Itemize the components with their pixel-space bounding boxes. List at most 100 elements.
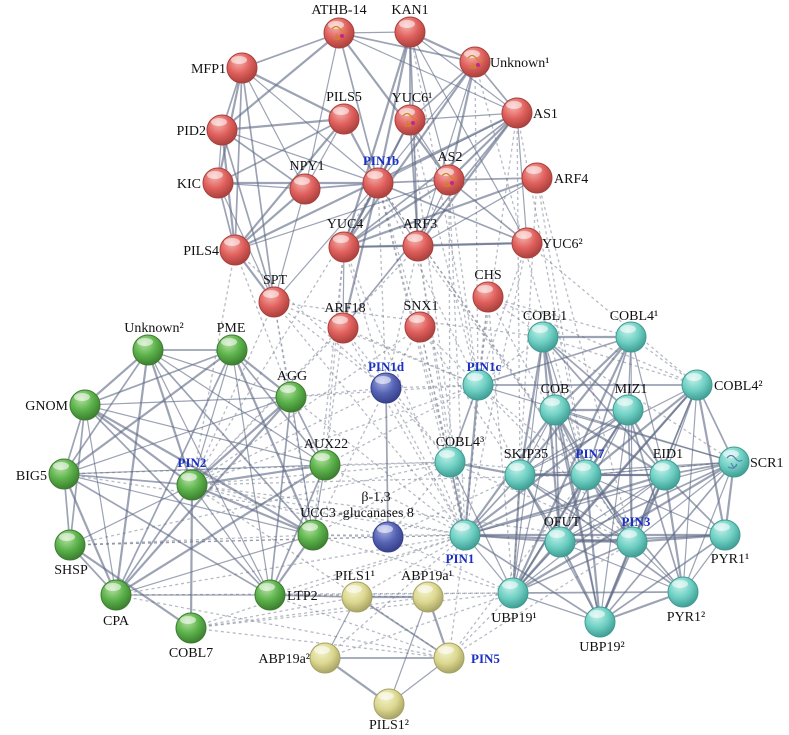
node-pin5[interactable]: PIN5	[433, 642, 500, 674]
node-pin2[interactable]: PIN2	[176, 455, 208, 501]
node-shsp[interactable]: SHSP	[54, 529, 88, 578]
node-highlight-shine	[280, 385, 296, 393]
node-pin1b[interactable]: PIN1b	[362, 153, 399, 199]
node-unknown1[interactable]: Unknown¹	[459, 46, 549, 78]
node-cpa[interactable]: CPA	[100, 579, 132, 629]
node-beta13[interactable]: β-1,3-glucanases 8	[338, 490, 414, 553]
node-ucc3[interactable]: UCC3	[297, 506, 336, 551]
node-highlight-shine	[378, 692, 394, 700]
node-highlight-shine	[516, 231, 532, 239]
node-big5[interactable]: BIG5	[16, 458, 80, 490]
node-yuc4[interactable]: YUC4	[327, 217, 364, 263]
node-pils1-2[interactable]: PILS1²	[369, 688, 409, 733]
node-label: LTP2	[287, 589, 318, 604]
node-kic[interactable]: KIC	[177, 167, 234, 199]
node-highlight-shine	[620, 325, 636, 333]
node-pils1-1[interactable]: PILS1¹	[335, 569, 375, 613]
solid-edge	[115, 484, 193, 596]
node-pin1c[interactable]: PIN1c	[462, 359, 502, 401]
node-label: ABP19a¹	[401, 569, 453, 584]
node-snx1[interactable]: SNX1	[403, 299, 439, 343]
node-label: SHSP	[54, 563, 88, 578]
node-highlight-shine	[259, 583, 275, 591]
node-yuc6-1[interactable]: YUC6¹	[392, 91, 433, 136]
node-abp19a-1[interactable]: ABP19a¹	[401, 569, 453, 613]
node-label: OFUT	[544, 515, 581, 530]
node-ubp19-1[interactable]: UBP19¹	[491, 577, 537, 626]
solid-edge	[559, 474, 666, 543]
solid-edge	[221, 129, 275, 303]
node-highlight-shine	[224, 238, 240, 246]
node-agg[interactable]: AGG	[275, 369, 307, 413]
node-pid2[interactable]: PID2	[176, 114, 238, 146]
node-cobl7[interactable]: COBL7	[169, 612, 213, 661]
node-ubp19-2[interactable]: UBP19²	[579, 606, 625, 655]
dashed-edge	[536, 177, 587, 476]
solid-edge	[343, 179, 450, 248]
node-label: SPT	[263, 273, 288, 288]
node-highlight-shine	[617, 398, 633, 406]
solid-edge	[627, 409, 684, 593]
node-skip35[interactable]: SKIP35	[504, 447, 548, 491]
node-pils4[interactable]: PILS4	[183, 234, 251, 266]
solid-edge	[230, 349, 315, 536]
node-abp19a-2[interactable]: ABP19a²	[258, 642, 341, 674]
node-label-line2: -glucanases 8	[338, 506, 414, 521]
node-pyr1-2[interactable]: PYR1²	[667, 576, 705, 625]
solid-edge	[356, 596, 450, 659]
solid-edge	[554, 409, 735, 463]
solid-edge	[377, 61, 476, 184]
node-miz1[interactable]: MIZ1	[612, 382, 647, 426]
node-pin1[interactable]: PIN1	[446, 519, 481, 566]
node-highlight-shine	[506, 101, 522, 109]
node-cobl4-2[interactable]: COBL4²	[681, 369, 763, 401]
node-aux22[interactable]: AUX22	[304, 437, 348, 481]
solid-edge	[343, 61, 476, 248]
node-cobl4-1[interactable]: COBL4¹	[610, 309, 659, 353]
node-as2[interactable]: AS2	[433, 150, 465, 196]
dashed-edge	[526, 242, 698, 386]
node-pin1d[interactable]: PIN1d	[368, 359, 405, 404]
node-cobl1[interactable]: COBL1	[523, 309, 567, 353]
solid-edge	[464, 534, 601, 623]
node-highlight-shine	[526, 166, 542, 174]
node-label: PIN1c	[467, 359, 502, 374]
node-chs[interactable]: CHS	[472, 268, 504, 313]
node-arf18[interactable]: ARF18	[324, 301, 366, 344]
solid-edge	[231, 349, 271, 596]
node-ofut[interactable]: OFUT	[544, 515, 581, 558]
node-pils5[interactable]: PILS5	[326, 90, 362, 135]
node-label: CPA	[103, 614, 130, 629]
node-pin7[interactable]: PIN7	[570, 446, 605, 491]
solid-edge	[63, 473, 193, 486]
node-highlight-shine	[74, 393, 90, 401]
structure-dot-icon	[476, 63, 480, 67]
node-spt[interactable]: SPT	[258, 273, 290, 318]
node-kan1[interactable]: KAN1	[391, 3, 429, 48]
node-cob[interactable]: COB	[539, 382, 571, 426]
node-athb-14[interactable]: ATHB-14	[311, 3, 367, 49]
node-pme[interactable]: PME	[216, 321, 248, 366]
node-arf4[interactable]: ARF4	[521, 162, 588, 194]
node-npy1[interactable]: NPY1	[289, 159, 325, 205]
node-arf3[interactable]: ARF3	[402, 217, 437, 262]
node-label: EID1	[653, 447, 683, 462]
node-pyr1-1[interactable]: PYR1¹	[709, 519, 749, 567]
node-ltp2[interactable]: LTP2	[254, 579, 318, 611]
dashed-edge	[273, 301, 479, 386]
node-yuc6-2[interactable]: YUC6²	[511, 227, 583, 259]
dashed-edge	[387, 474, 521, 538]
node-as1[interactable]: AS1	[501, 97, 558, 129]
node-pin3[interactable]: PIN3	[616, 514, 651, 558]
node-scr1[interactable]: SCR1	[718, 446, 783, 478]
node-eid1[interactable]: EID1	[649, 447, 683, 491]
node-unknown2[interactable]: Unknown²	[124, 321, 184, 366]
node-gnom[interactable]: GNOM	[25, 389, 101, 421]
solid-edge	[585, 336, 632, 476]
node-highlight-shine	[439, 450, 455, 458]
dashed-edge	[536, 177, 633, 543]
node-mfp1[interactable]: MFP1	[191, 52, 258, 84]
solid-edge	[512, 384, 698, 594]
node-cobl4-3[interactable]: COBL4³	[434, 435, 484, 478]
dashed-edge	[417, 245, 466, 536]
